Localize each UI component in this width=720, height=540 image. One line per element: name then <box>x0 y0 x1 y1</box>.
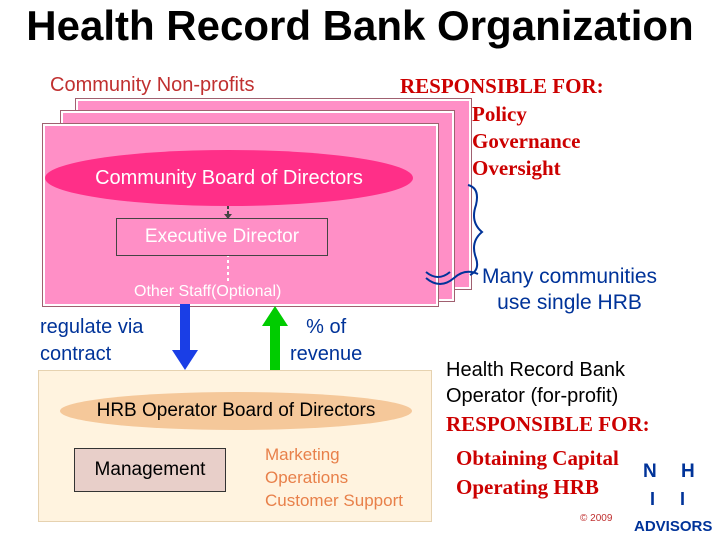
logo-bar-right: I <box>680 489 686 509</box>
function-item: Marketing <box>265 445 340 464</box>
operator-board-oval: HRB Operator Board of Directors <box>60 392 412 430</box>
other-staff-label: Other Staff(Optional) <box>134 283 282 300</box>
management-box: Management <box>74 448 226 492</box>
function-item: Customer Support <box>265 491 403 510</box>
shared-hrb-note: Many communities use single HRB <box>482 264 657 316</box>
page-title: Health Record Bank Organization <box>26 2 694 49</box>
operator-responsibilities: Obtaining Capital Operating HRB <box>456 444 619 502</box>
community-responsible-heading: RESPONSIBLE FOR: <box>400 74 604 98</box>
regulate-line: contract <box>40 343 112 365</box>
logo-letter-h: H <box>681 461 695 482</box>
revenue-line: % of <box>306 316 347 338</box>
revenue-line: revenue <box>290 343 363 365</box>
responsibility-item: Policy <box>472 102 527 126</box>
shared-note-line: use single HRB <box>497 291 642 314</box>
logo-letter-n: N <box>643 461 657 482</box>
operator-responsible-heading: RESPONSIBLE FOR: <box>446 412 650 436</box>
executive-director-box: Executive Director <box>116 218 328 256</box>
operator-functions: Marketing Operations Customer Support <box>265 443 403 512</box>
copyright: © 2009 <box>580 513 613 524</box>
operator-title-line: Operator (for-profit) <box>446 385 619 407</box>
community-board-oval: Community Board of Directors <box>45 150 413 206</box>
responsibility-item: Oversight <box>472 156 561 180</box>
regulate-line: regulate via <box>40 316 144 338</box>
operator-responsibility-item: Obtaining Capital <box>456 446 619 470</box>
logo-bar-left: I <box>650 489 656 509</box>
operator-title: Health Record Bank Operator (for-profit) <box>446 357 625 409</box>
community-responsibilities: Policy Governance Oversight <box>472 101 580 182</box>
regulate-label: regulate via contract <box>40 314 143 368</box>
community-nonprofits-label: Community Non-profits <box>50 74 255 96</box>
function-item: Operations <box>265 468 349 487</box>
operator-responsibility-item: Operating HRB <box>456 475 599 499</box>
operator-title-line: Health Record Bank <box>446 359 625 381</box>
shared-note-line: Many communities <box>482 265 658 288</box>
logo-text: ADVISORS <box>634 518 713 535</box>
responsibility-item: Governance <box>472 129 581 153</box>
revenue-share-label: % of revenue <box>290 314 362 368</box>
